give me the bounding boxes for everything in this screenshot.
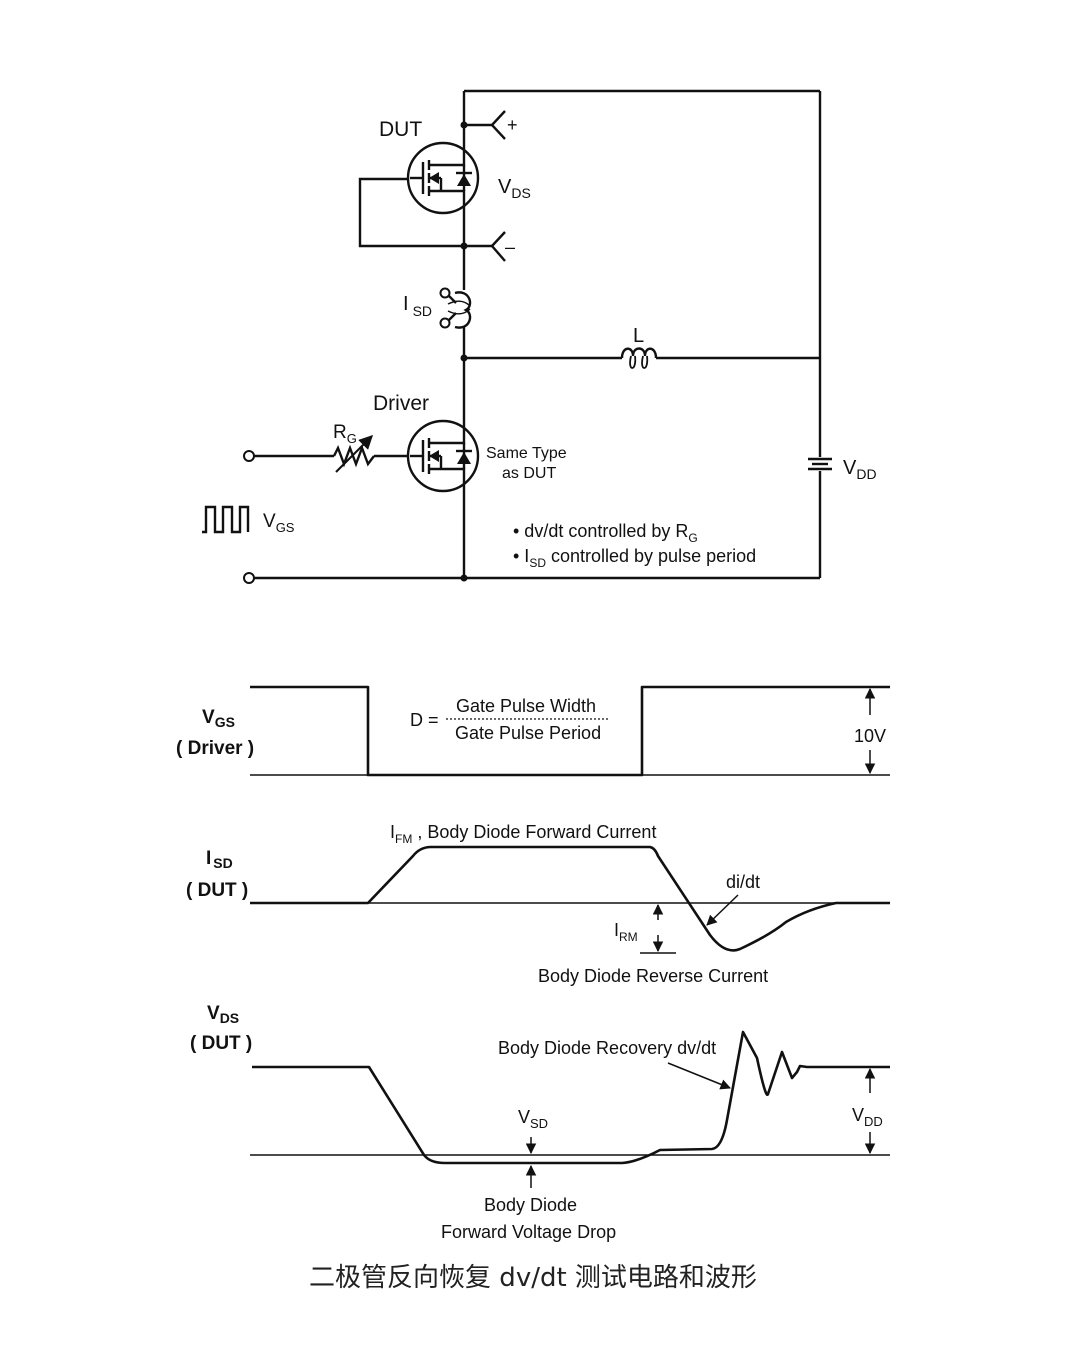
vgs-terminal-top	[243, 450, 255, 462]
vgs-row-title: VGS	[202, 707, 235, 730]
isd-probe-label-main: I	[403, 293, 409, 315]
same-type-line2: as DUT	[502, 465, 556, 482]
driver-mosfet	[406, 419, 480, 493]
ifm-label-sub: FM	[395, 832, 412, 846]
inductor-icon	[620, 347, 658, 369]
rg-label-sub: G	[347, 431, 357, 446]
duty-numerator: Gate Pulse Width	[456, 696, 596, 716]
same-type-line1: Same Type	[486, 445, 567, 462]
inductor-label: L	[633, 325, 644, 347]
vgs-row-title-main: V	[202, 707, 215, 728]
vgs-source-label-main: V	[263, 511, 276, 532]
irm-label-sub: RM	[619, 930, 638, 944]
duty-denominator: Gate Pulse Period	[455, 723, 601, 743]
recovery-pointer	[667, 1062, 731, 1090]
vgs-row-title-sub: GS	[215, 714, 235, 730]
irm-label: IRM	[614, 920, 638, 944]
vdd-amplitude-label-main: V	[852, 1105, 864, 1125]
vds-probe-minus	[464, 231, 506, 262]
isd-row-title-main: I	[206, 848, 211, 869]
waveforms: VGS ( Driver ) D = Gate Pulse Width Gate…	[176, 685, 890, 1242]
irm-arrows	[640, 903, 676, 954]
dut-label: DUT	[379, 118, 422, 141]
vgs-terminal-bottom	[243, 572, 255, 584]
note-isd: • ISD controlled by pulse period	[513, 546, 756, 570]
fwd-drop-line2: Forward Voltage Drop	[441, 1222, 616, 1242]
vdd-supply-label-main: V	[843, 457, 857, 479]
vds-probe-plus	[464, 110, 506, 140]
figure-caption: 二极管反向恢复 dv/dt 测试电路和波形	[309, 1263, 757, 1293]
vdd-amplitude-label-sub: DD	[864, 1114, 883, 1129]
note-dvdt-text: • dv/dt controlled by R	[513, 521, 688, 541]
minus-label: –	[505, 237, 515, 257]
pulse-train-icon	[202, 505, 250, 534]
vds-row-subtitle: ( DUT )	[190, 1033, 252, 1054]
fwd-drop-line1: Body Diode	[484, 1195, 577, 1215]
note-dvdt-sub: G	[688, 531, 697, 545]
isd-current-probe-icon	[439, 287, 472, 329]
variable-resistor-icon	[332, 435, 375, 473]
dut-mosfet	[406, 141, 480, 215]
vsd-label: VSD	[518, 1107, 548, 1131]
isd-waveform	[250, 845, 890, 952]
vsd-label-main: V	[518, 1107, 530, 1127]
vds-waveform	[250, 1030, 890, 1165]
reverse-current-label: Body Diode Reverse Current	[538, 966, 768, 986]
note-isd-sub: SD	[529, 556, 546, 570]
duty-prefix: D =	[410, 710, 439, 730]
vds-row-title-sub: DS	[220, 1010, 239, 1026]
battery-icon	[808, 457, 832, 471]
note-dvdt: • dv/dt controlled by RG	[513, 521, 698, 545]
vds-label: VDS	[498, 176, 531, 201]
plus-label: +	[507, 115, 518, 135]
vds-label-sub: DS	[511, 185, 530, 201]
isd-probe-label-sub: SD	[413, 303, 432, 319]
vdd-supply-label: VDD	[843, 457, 877, 482]
vdd-amplitude-label: VDD	[852, 1105, 883, 1129]
ifm-label: IFM , Body Diode Forward Current	[390, 822, 656, 846]
circuit-wires	[250, 89, 822, 580]
ifm-label-main: I	[390, 822, 395, 842]
vds-row-title: VDS	[207, 1003, 239, 1026]
vds-row-title-main: V	[207, 1003, 220, 1024]
vds-label-main: V	[498, 176, 512, 198]
didt-label: di/dt	[726, 872, 760, 892]
didt-pointer	[706, 894, 739, 926]
vgs-source-label: VGS	[263, 511, 295, 535]
note-isd-bullet: • I	[513, 546, 529, 566]
isd-row-title-sub: SD	[213, 855, 232, 871]
ifm-label-rest: , Body Diode Forward Current	[412, 822, 656, 842]
irm-label-main: I	[614, 920, 619, 940]
note-isd-rest: controlled by pulse period	[546, 546, 756, 566]
vdd-supply-label-sub: DD	[856, 466, 876, 482]
vsd-label-sub: SD	[530, 1116, 548, 1131]
ten-v-label: 10V	[854, 726, 886, 746]
rg-label-main: R	[333, 422, 347, 443]
vgs-row-subtitle: ( Driver )	[176, 738, 254, 759]
rg-label: RG	[333, 422, 357, 446]
circuit: + – DUT VDS	[202, 89, 877, 584]
vgs-waveform	[250, 685, 890, 777]
driver-label: Driver	[373, 392, 429, 415]
recovery-label: Body Diode Recovery dv/dt	[498, 1038, 716, 1058]
vgs-source-label-sub: GS	[276, 520, 295, 535]
isd-row-subtitle: ( DUT )	[186, 880, 248, 901]
